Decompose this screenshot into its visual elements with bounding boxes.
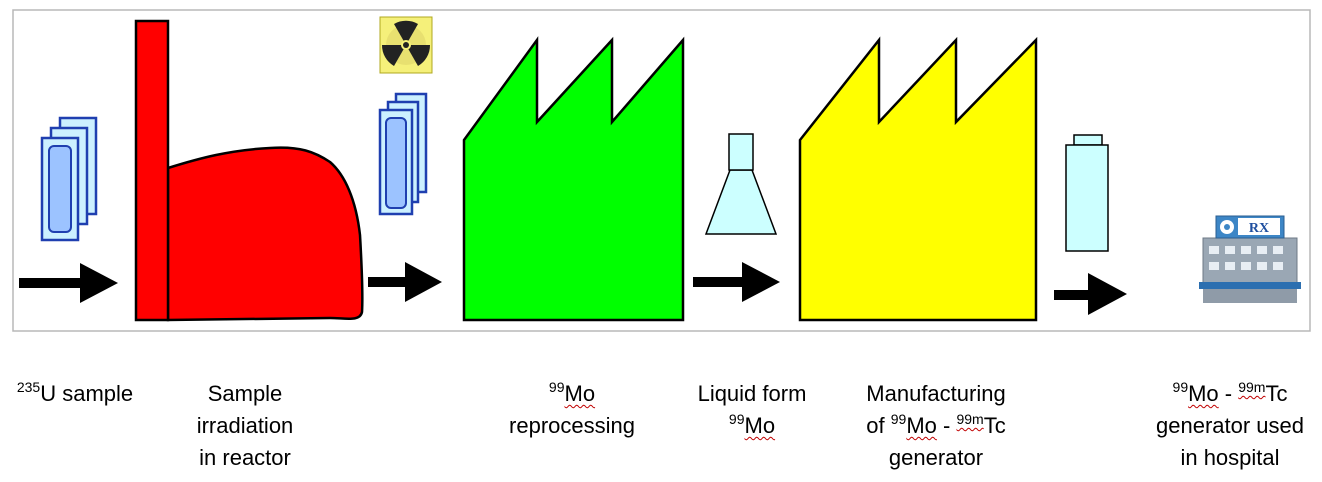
arrow-icon — [19, 263, 118, 303]
reactor-icon — [134, 19, 364, 322]
radiation-warning-icon — [379, 16, 433, 74]
sample-stack-icon — [40, 116, 98, 242]
label-reprocessing: 99Mo reprocessing — [509, 379, 635, 438]
flask-icon — [704, 133, 778, 235]
label-irradiation: Sample irradiation in reactor — [196, 381, 294, 470]
arrow-icon — [693, 262, 780, 302]
label-hospital: 99Mo - 99mTc generator used in hospital — [1156, 379, 1304, 470]
sample-stack-icon — [378, 92, 428, 216]
label-u-sample: 235U sample — [16, 379, 134, 406]
hospital-sign-text: RX — [1249, 221, 1269, 236]
arrow-icon — [1054, 273, 1127, 315]
reprocessing-plant-icon — [462, 36, 685, 322]
label-manufacturing: Manufacturing of 99Mo - 99mTc generator — [866, 381, 1006, 470]
hospital-icon: RX — [1199, 215, 1301, 303]
vial-icon — [1065, 134, 1109, 252]
arrow-icon — [368, 262, 442, 302]
label-liquid-form: Liquid form 99Mo — [697, 381, 807, 438]
manufacturing-plant-icon — [798, 36, 1038, 322]
